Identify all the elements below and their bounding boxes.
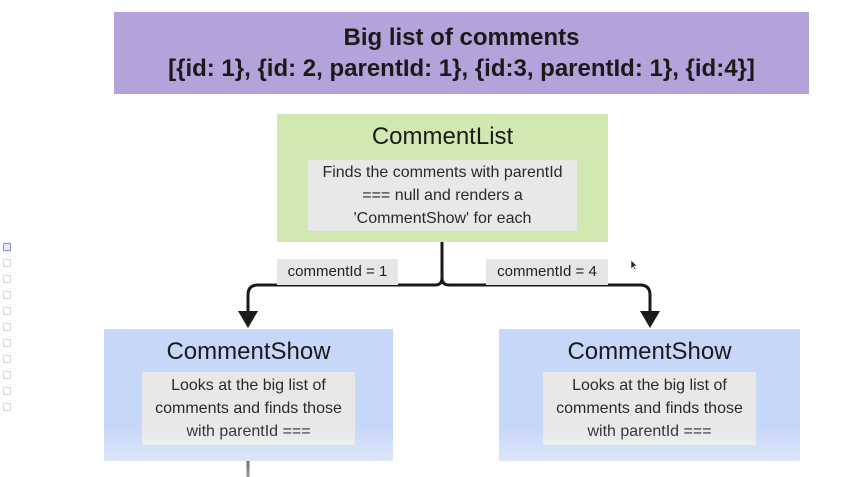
edge-label-comment-4[interactable]: commentId = 4 xyxy=(486,259,608,285)
comment-show-node-right[interactable]: CommentShow Looks at the big list of com… xyxy=(499,329,800,461)
more-icon[interactable] xyxy=(3,402,11,412)
sticky-note-icon[interactable] xyxy=(3,258,11,268)
cursor-icon[interactable] xyxy=(3,242,11,252)
comment-icon[interactable] xyxy=(3,354,11,364)
shapes-icon[interactable] xyxy=(3,306,11,316)
frame-icon[interactable] xyxy=(3,370,11,380)
left-toolbar xyxy=(0,242,14,412)
comment-show-description-left: Looks at the big list of comments and fi… xyxy=(142,372,355,445)
comment-list-node[interactable]: CommentList Finds the comments with pare… xyxy=(277,114,608,242)
text-icon[interactable] xyxy=(3,274,11,284)
header-title: Big list of comments xyxy=(343,24,580,51)
mouse-cursor-icon xyxy=(631,260,638,271)
big-list-header[interactable]: Big list of comments [{id: 1}, {id: 2, p… xyxy=(114,12,809,94)
arrowhead-left xyxy=(238,311,258,328)
comment-list-description: Finds the comments with parentId === nul… xyxy=(308,160,577,231)
edge-label-comment-1[interactable]: commentId = 1 xyxy=(277,259,398,285)
comment-show-description-right: Looks at the big list of comments and fi… xyxy=(543,372,756,445)
add-icon[interactable] xyxy=(3,386,11,396)
arrowhead-right xyxy=(640,311,660,328)
comment-show-title-left: CommentShow xyxy=(166,338,331,365)
line-icon[interactable] xyxy=(3,338,11,348)
connector-right xyxy=(440,242,652,316)
comment-list-title: CommentList xyxy=(371,123,514,150)
pen-icon[interactable] xyxy=(3,322,11,332)
comment-show-node-left[interactable]: CommentShow Looks at the big list of com… xyxy=(104,329,393,461)
comment-show-title-right: CommentShow xyxy=(567,338,732,365)
header-subtitle: [{id: 1}, {id: 2, parentId: 1}, {id:3, p… xyxy=(168,55,755,82)
note-icon[interactable] xyxy=(3,290,11,300)
